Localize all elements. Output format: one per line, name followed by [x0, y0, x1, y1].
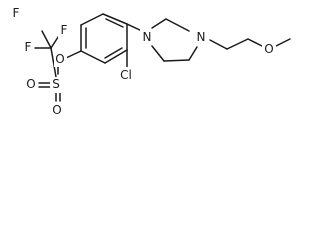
bonds	[34, 13, 291, 102]
piperazine-nitrogen-2: N	[194, 29, 208, 45]
c-to-f-top-left-bond	[41, 30, 52, 49]
piperazine-nitrogen-1: N	[140, 29, 154, 45]
ring-to-o-bond	[65, 50, 82, 59]
ring-bond-lower-right	[104, 49, 128, 64]
fluorine-label: F	[13, 6, 20, 20]
ring-bond-upper-left	[80, 13, 104, 26]
oxygen-label: O	[55, 52, 64, 66]
piperazine-bond-2	[165, 18, 190, 32]
chain-bond-2	[226, 38, 249, 50]
oxygen-label: O	[26, 77, 35, 91]
ring-to-n1-bond	[126, 23, 143, 32]
s-to-c-bond	[50, 47, 57, 78]
oxygen-label: O	[264, 42, 273, 56]
ester-oxygen: O	[54, 51, 67, 67]
chlorine-atom: Cl	[116, 67, 136, 83]
chain-bond-1	[209, 39, 228, 50]
chlorine-label: Cl	[120, 68, 132, 82]
sulfonyl-oxygen-bottom: O	[51, 102, 64, 118]
piperazine-bond-5	[151, 45, 165, 62]
nitrogen-label: N	[143, 30, 152, 44]
fluorine-atom-3: F	[22, 39, 34, 55]
nitrogen-label: N	[197, 30, 206, 44]
ether-oxygen: O	[262, 41, 276, 57]
oxygen-label: O	[52, 103, 61, 117]
chemical-structure-diagram: F F F S O O O Cl	[10, 4, 291, 118]
ring-bond-top	[102, 13, 128, 25]
sulfur-label: S	[52, 77, 60, 91]
ring-bond-lower-left	[80, 50, 106, 64]
fluorine-label: F	[61, 23, 68, 37]
piperazine-bond-4	[163, 59, 190, 62]
piperazine-bond-3	[188, 46, 198, 61]
chain-bond-4	[275, 38, 291, 47]
sulfonyl-oxygen-left: O	[25, 77, 38, 93]
chain-bond-3	[247, 38, 263, 47]
ring-bond-top-inner	[105, 18, 124, 28]
ring-bond-lower-right-inner	[104, 47, 123, 59]
sulfur-atom: S	[50, 77, 63, 93]
fluorine-atom-2: F	[58, 22, 70, 38]
fluorine-label: F	[25, 40, 32, 54]
atom-labels: F F F S O O O Cl	[10, 4, 276, 118]
fluorine-atom-1: F	[10, 4, 22, 20]
piperazine-bond-1	[151, 18, 167, 29]
